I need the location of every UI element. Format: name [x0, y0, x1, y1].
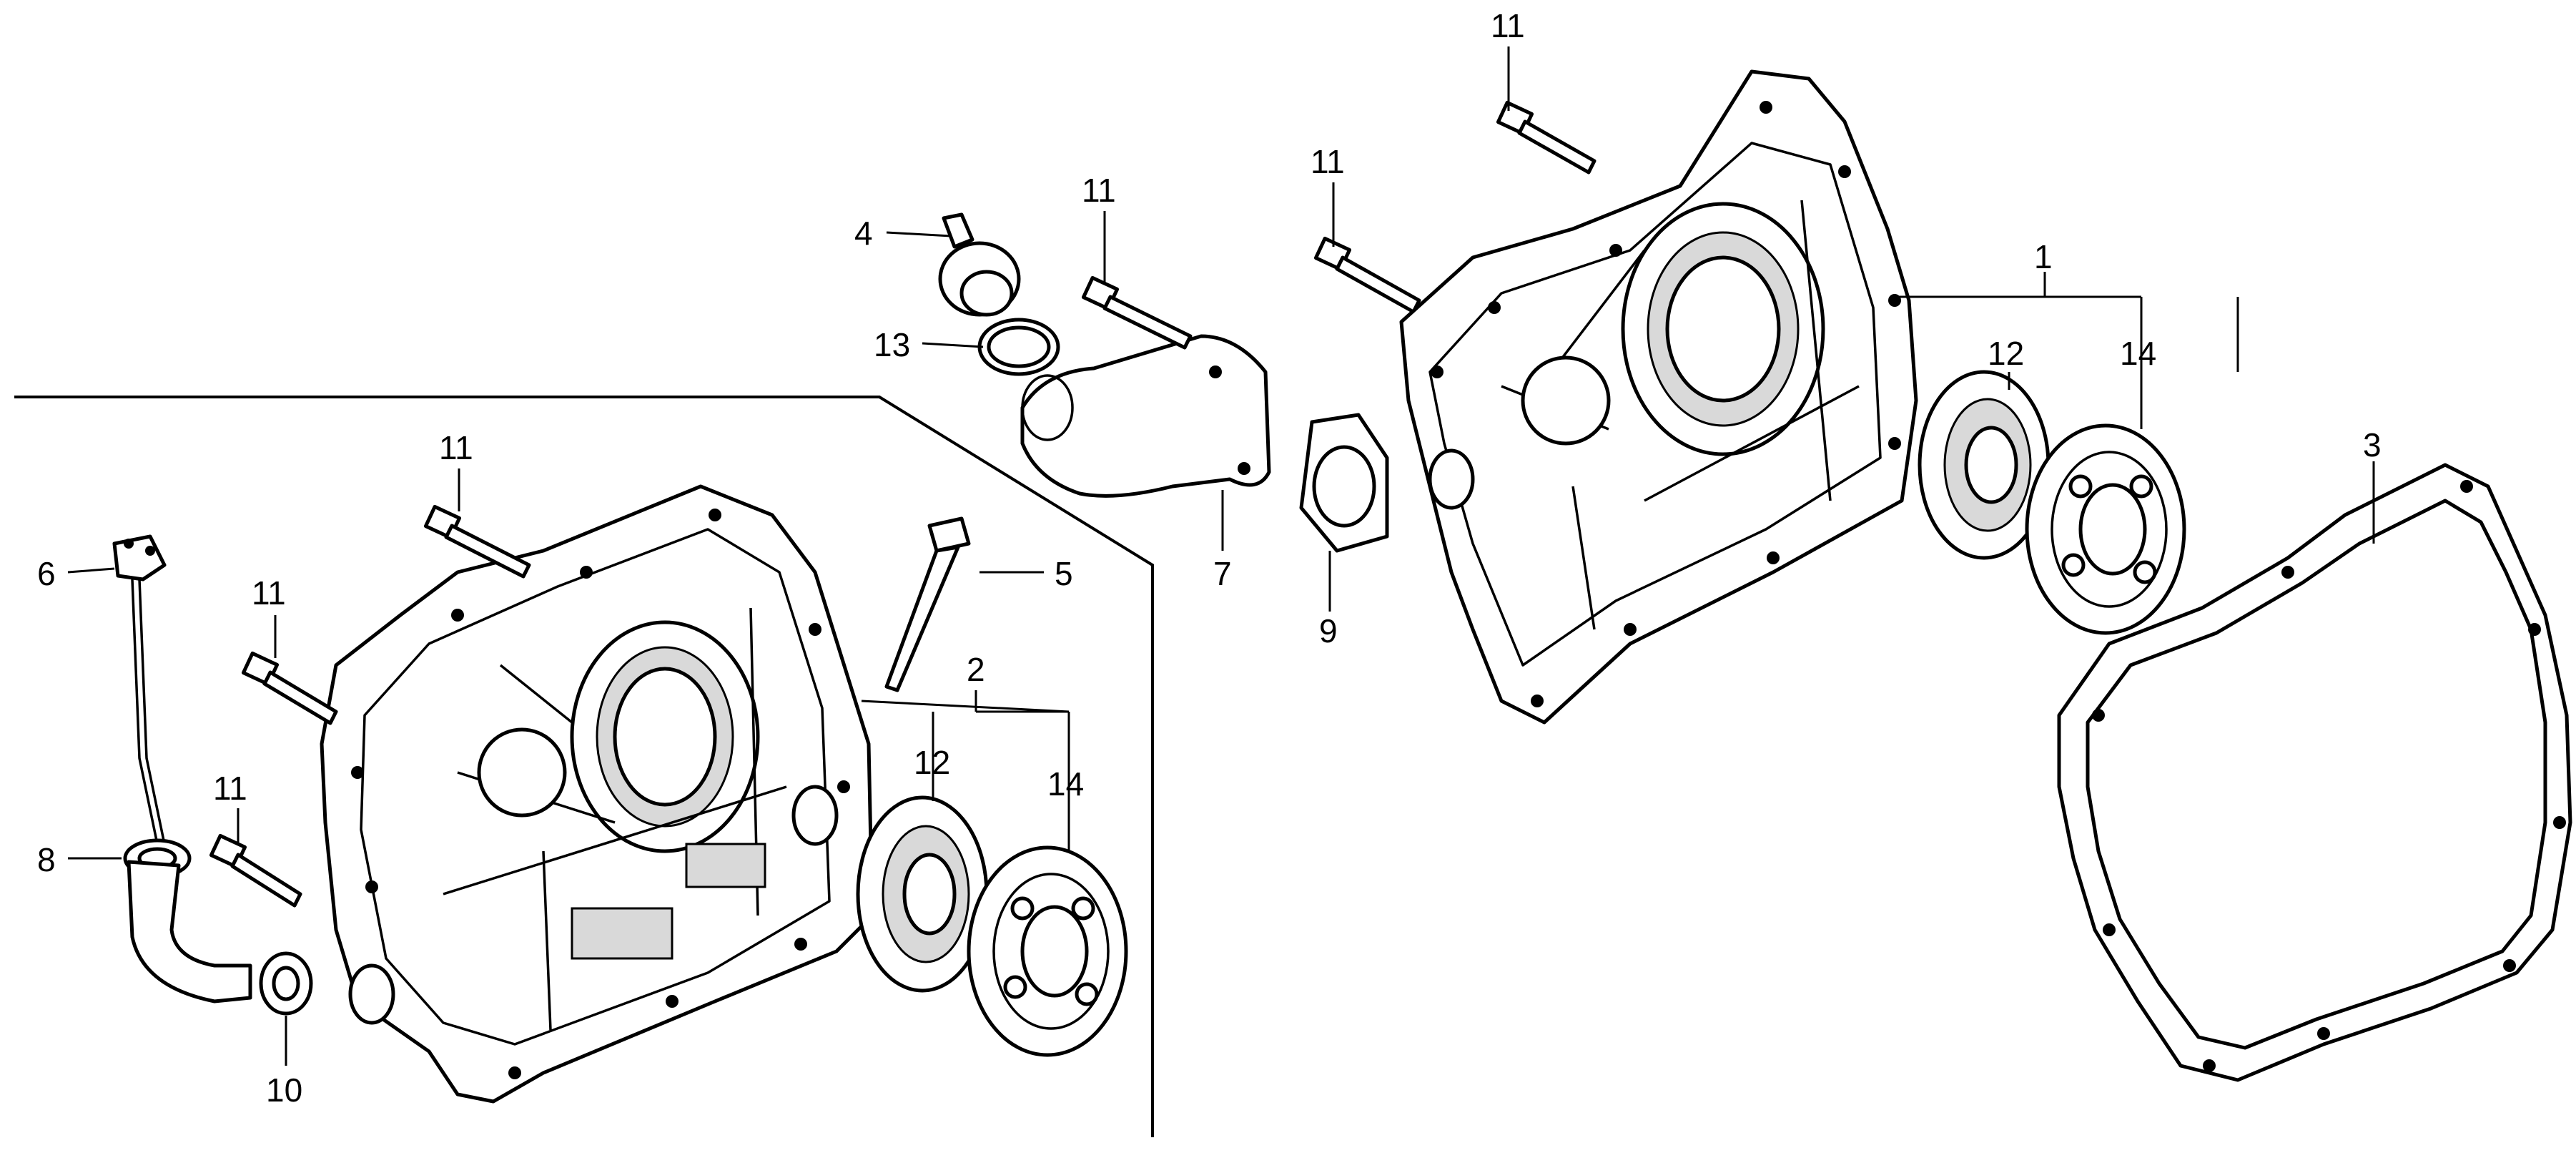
bolt-11-b: [241, 651, 338, 725]
gasket-3: [2057, 463, 2572, 1082]
callout-12-left: 12: [914, 744, 950, 781]
callout-4: 4: [854, 215, 873, 252]
callout-6: 6: [37, 555, 56, 592]
bearing-12-right: [1918, 370, 2051, 560]
bolt-11-c: [209, 833, 302, 908]
bolt-11-a: [423, 504, 531, 579]
drain-bolt-5: [884, 516, 971, 692]
leader-lines: [67, 46, 2375, 1066]
callout-labels: 1 2 3 4 5 6 7 8 9 10 11 11 11 11 11 11 1…: [37, 7, 2382, 1109]
callout-11-a: 11: [439, 429, 473, 466]
bearing-14-left: [967, 845, 1128, 1057]
callout-11-c: 11: [213, 770, 247, 807]
callout-11-e: 11: [1311, 143, 1345, 180]
o-ring-13: [977, 318, 1060, 376]
crankcase-cover-right: [1399, 69, 1918, 725]
bearing-12-left: [856, 795, 989, 993]
section-divider: [14, 396, 1154, 1137]
callout-14-right: 14: [2120, 335, 2156, 372]
callout-11-b: 11: [252, 574, 286, 612]
bolt-11-d: [1081, 275, 1193, 350]
callout-13: 13: [874, 326, 910, 363]
callout-3: 3: [2363, 426, 2382, 463]
callout-11-d: 11: [1082, 172, 1116, 209]
oil-level-gauge: [112, 534, 167, 845]
callout-2: 2: [967, 651, 985, 688]
callout-9: 9: [1319, 612, 1338, 649]
nut-10: [259, 951, 313, 1016]
oil-filler-pipe: [123, 838, 252, 1003]
elbow-pipe-7: [1020, 334, 1271, 498]
crankcase-cover-left: [320, 484, 874, 1104]
callout-10: 10: [266, 1071, 302, 1109]
filler-plug-4: [938, 212, 1021, 317]
callout-14-left: 14: [1047, 765, 1084, 803]
bolt-11-f: [1496, 100, 1597, 175]
callout-11-f: 11: [1491, 7, 1525, 44]
bolt-11-e: [1313, 236, 1421, 314]
callout-1: 1: [2034, 238, 2053, 275]
callout-8: 8: [37, 841, 56, 878]
callout-12-right: 12: [1988, 335, 2024, 372]
bearing-14-right: [2025, 423, 2186, 635]
gasket-9: [1299, 413, 1389, 553]
callout-5: 5: [1055, 555, 1073, 592]
callout-7: 7: [1213, 555, 1232, 592]
